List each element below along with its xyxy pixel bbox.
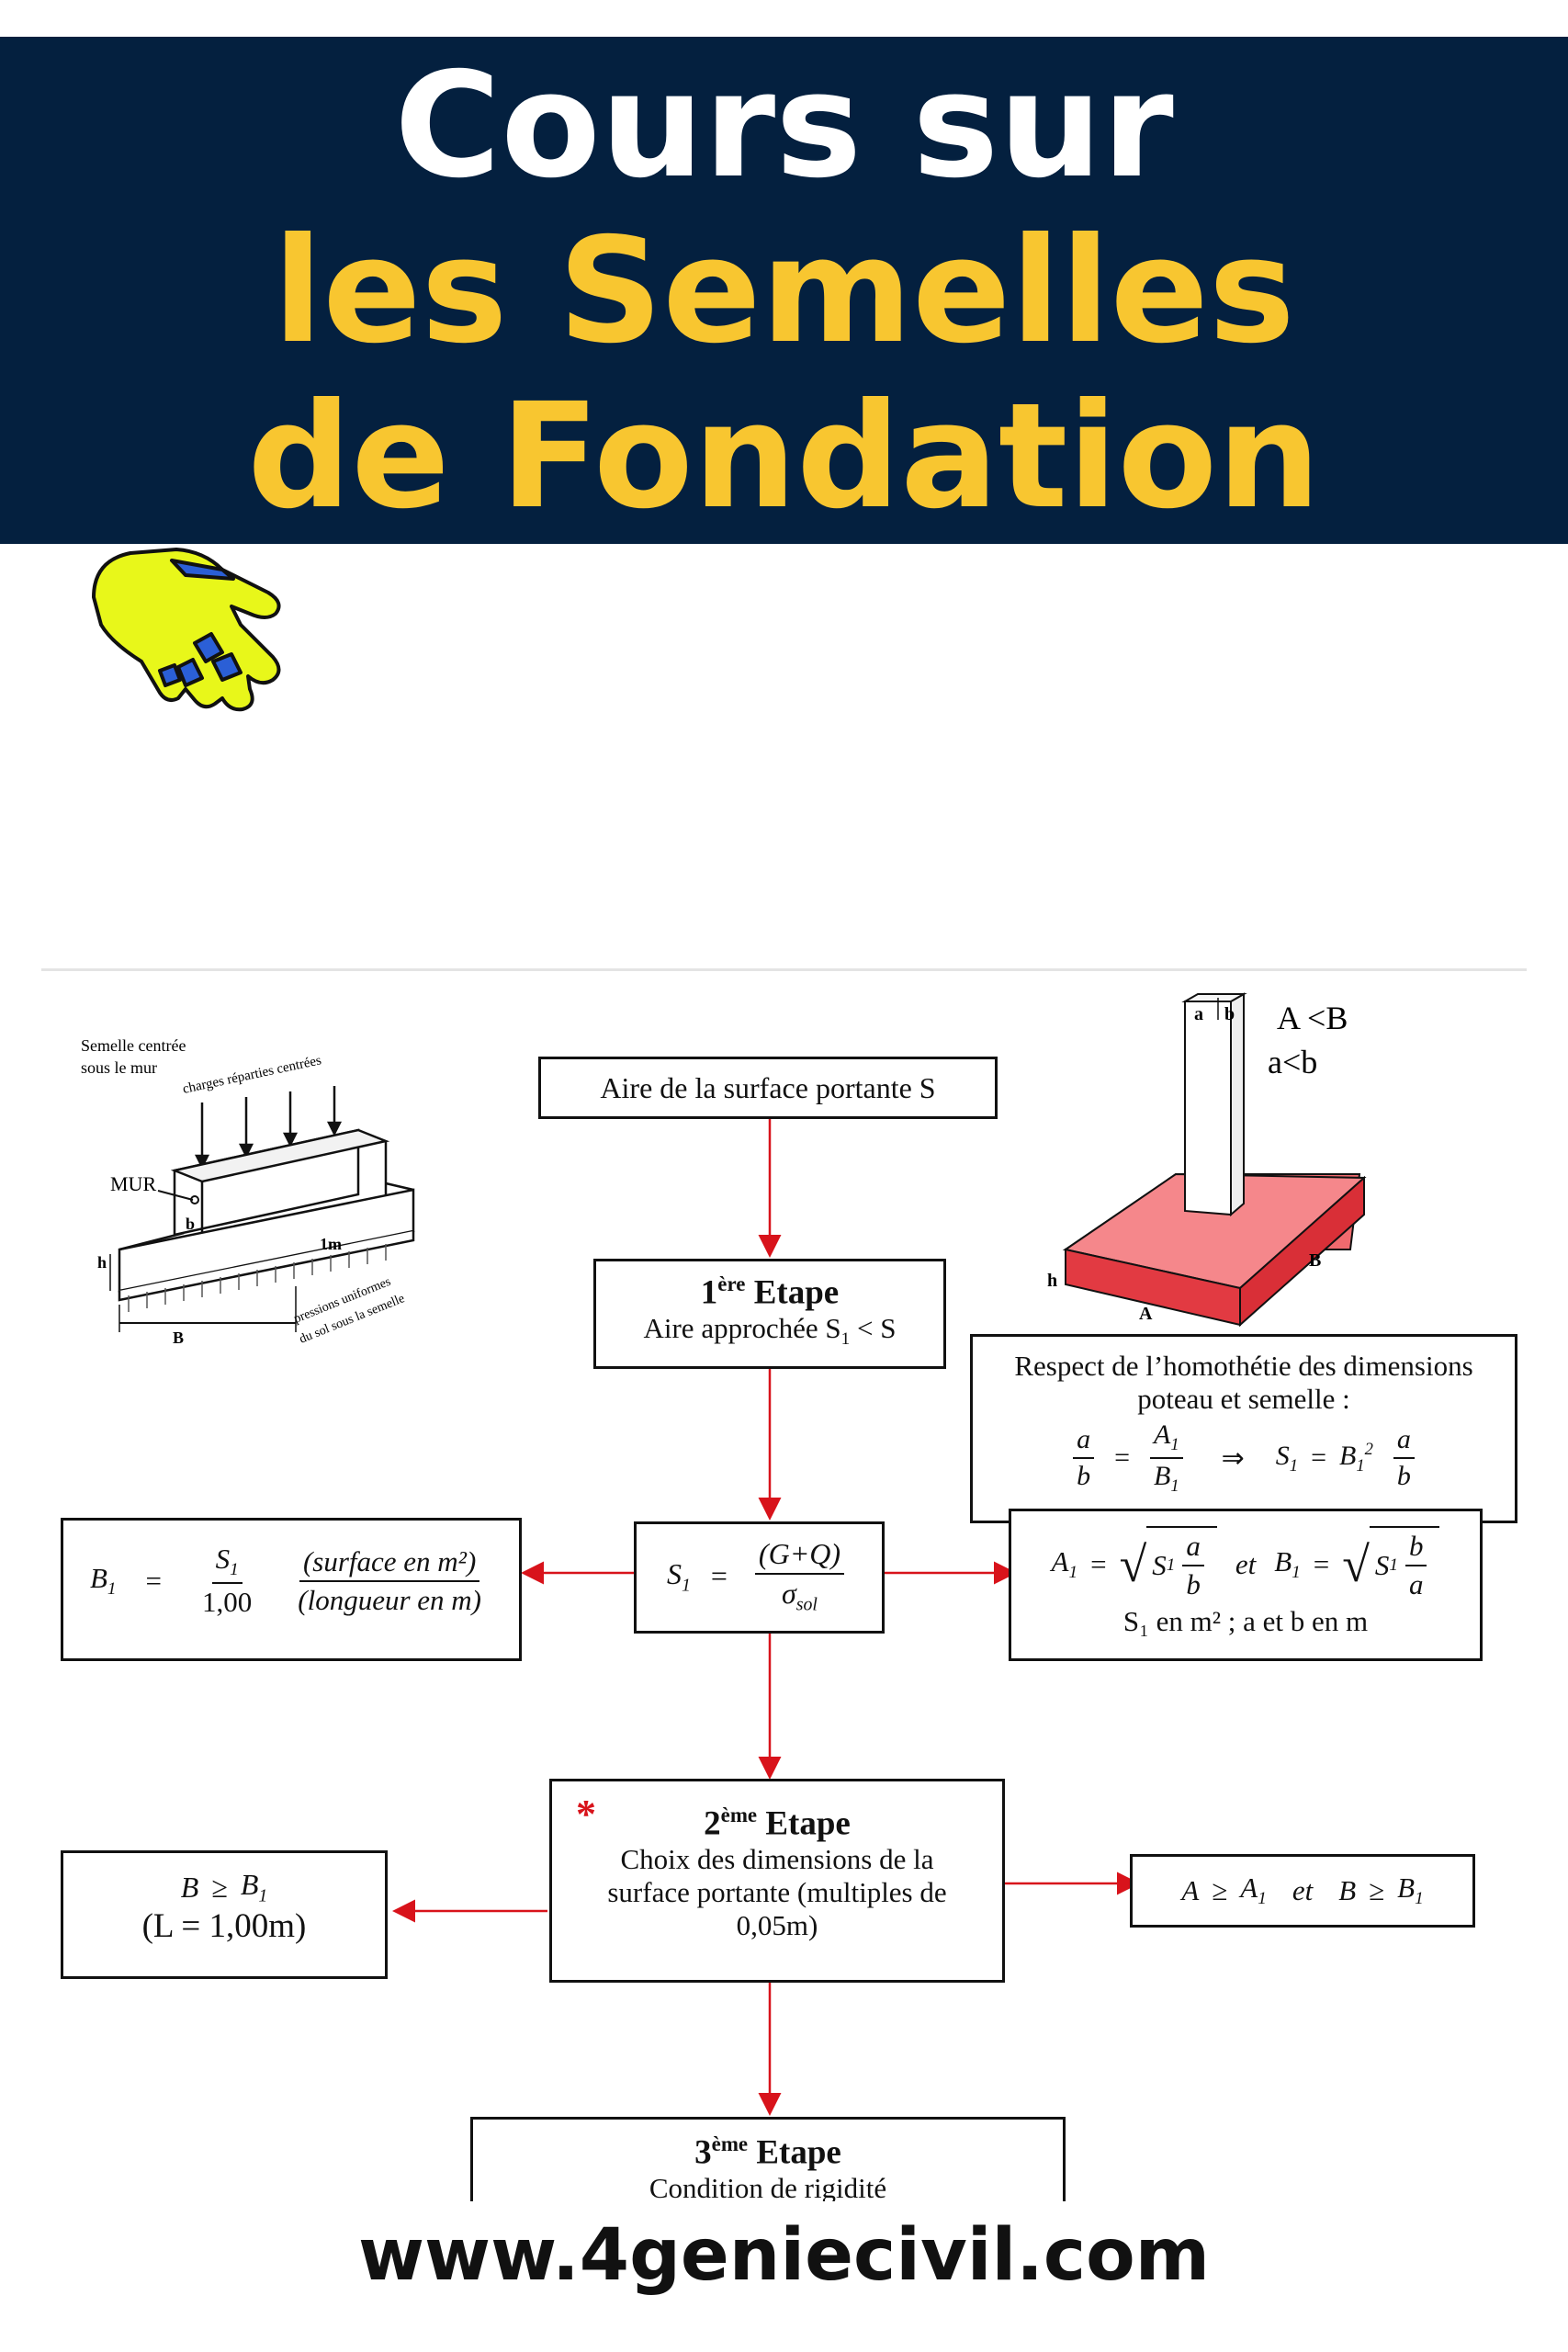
step1-text: Aire approchée S1 < S [643, 1312, 897, 1350]
surface-area-text: Aire de la surface portante S [600, 1071, 936, 1104]
column-h-label: h [1047, 1271, 1057, 1291]
step3-text: Condition de rigidité [649, 2172, 887, 2205]
column-footing-figure: a b A <B a<b h A B [1047, 992, 1367, 1328]
step3-box: 3ème Etape Condition de rigidité [470, 2117, 1066, 2209]
title-banner [0, 37, 1568, 544]
condition-1: A <B [1277, 1000, 1348, 1036]
title-line-1: Cours sur [394, 41, 1174, 210]
step2-heading: 2ème Etape [704, 1804, 851, 1843]
step2-line-2: surface portante (multiples de [607, 1876, 947, 1909]
surface-area-box: Aire de la surface portante S [538, 1057, 998, 1119]
formula-et: et [1235, 1548, 1257, 1580]
title-line-3: de Fondation [247, 372, 1321, 541]
step2-star: * [576, 1792, 596, 1837]
homothety-line-2: poteau et semelle : [1137, 1383, 1350, 1415]
wall-b-label: b [186, 1215, 195, 1233]
homothety-line-1: Respect de l’homothétie des dimensions [1014, 1350, 1473, 1382]
condition-2: a<b [1268, 1044, 1317, 1080]
step1-box: 1ère Etape Aire approchée S1 < S [593, 1259, 946, 1369]
step2-line-3: 0,05m) [736, 1909, 818, 1942]
length-label: 1m [320, 1235, 342, 1253]
column-B-label: B [1309, 1250, 1321, 1271]
column-A-label: A [1139, 1304, 1153, 1324]
pointing-hand-icon [92, 548, 281, 712]
length-note: (L = 1,00m) [141, 1907, 307, 1946]
step3-crop-mask [459, 2201, 1084, 2214]
wall-B-label: B [173, 1329, 184, 1347]
b-condition-box: B≥B1 (L = 1,00m) [61, 1850, 388, 1979]
wall-label: MUR [110, 1172, 156, 1195]
caption-line-2: sous le mur [81, 1058, 157, 1077]
b-condition-formula: B≥B1 [180, 1868, 268, 1906]
wall-footing-figure: Semelle centrée sous le mur charges répa… [81, 1036, 415, 1347]
step3-heading: 3ème Etape [694, 2132, 841, 2172]
wall-h-label: h [97, 1253, 107, 1272]
s1-formula-box: S1 = (G+Q)σsol [634, 1521, 885, 1634]
step2-line-1: Choix des dimensions de la [620, 1843, 934, 1876]
homothety-box: Respect de l’homothétie des dimensions p… [970, 1334, 1517, 1523]
section-divider [41, 968, 1527, 971]
s1-formula: S1 = (G+Q)σsol [637, 1537, 882, 1615]
step2-box: * 2ème Etape Choix des dimensions de la … [549, 1779, 1005, 1983]
column-b-label: b [1224, 1004, 1235, 1024]
caption-line-1: Semelle centrée [81, 1036, 186, 1055]
units-note: S₁ en m² ; a et b en m [1122, 1605, 1369, 1637]
website-url[interactable]: www.4geniecivil.com [357, 2214, 1210, 2297]
a-b-condition-box: A≥A1 et B≥B1 [1130, 1854, 1475, 1928]
title-line-2: les Semelles [273, 207, 1295, 376]
a-b-condition-formula: A≥A1 et B≥B1 [1181, 1871, 1424, 1909]
column-a-label: a [1194, 1004, 1203, 1024]
step1-heading: 1ère Etape [700, 1272, 840, 1312]
